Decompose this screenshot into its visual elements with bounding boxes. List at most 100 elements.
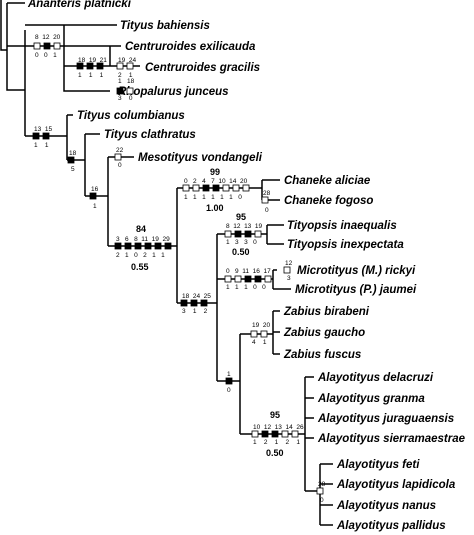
- posterior-value: 1.00: [206, 203, 224, 213]
- synapomorphy-marker: [154, 242, 162, 250]
- posterior-value: 0.50: [232, 247, 250, 257]
- synapomorphy-marker: [116, 87, 124, 95]
- homoplasy-marker: [291, 430, 299, 438]
- homoplasy-marker: [316, 487, 324, 495]
- homoplasy-marker: [250, 330, 258, 338]
- char-numbers: 8 12 13 19: [226, 223, 263, 230]
- synapomorphy-marker: [76, 62, 84, 70]
- char-states: 1 1: [34, 142, 49, 149]
- synapomorphy-marker: [43, 42, 51, 50]
- synapomorphy-marker: [212, 184, 220, 192]
- char-states: 0: [118, 162, 122, 169]
- homoplasy-marker: [224, 275, 232, 283]
- bootstrap-value: 84: [136, 224, 146, 234]
- taxon-microtityus-jaumei: Microtityus (P.) jaumei: [295, 284, 417, 296]
- synapomorphy-marker: [200, 299, 208, 307]
- taxon-labels: Ananteris platnicki Tityus bahiensis Cen…: [27, 0, 466, 532]
- char-numbers: 19 20: [252, 322, 270, 329]
- synapomorphy-marker: [234, 230, 242, 238]
- char-states: 1 1 1 0 0: [226, 284, 266, 291]
- char-numbers: 8 12 20: [35, 34, 61, 41]
- posterior-value: 0.50: [266, 448, 284, 458]
- bootstrap-value: 95: [236, 212, 246, 222]
- synapomorphy-marker: [86, 62, 94, 70]
- char-numbers: 1 18: [118, 78, 135, 85]
- synapomorphy-marker: [134, 242, 142, 250]
- char-states: 2 1 0 2 1 1: [116, 252, 165, 259]
- char-states: 1 3 3 0: [226, 239, 257, 246]
- char-states: 0: [320, 497, 324, 504]
- taxon-zabius-birabeni: Zabius birabeni: [283, 306, 370, 318]
- char-numbers: 19 24: [118, 57, 136, 64]
- homoplasy-marker: [126, 87, 134, 95]
- bootstrap-value: 95: [270, 410, 280, 420]
- char-numbers: 22: [116, 147, 124, 154]
- homoplasy-marker: [126, 62, 134, 70]
- char-states: 2 1: [118, 72, 133, 79]
- taxon-zabius-fuscus: Zabius fuscus: [283, 349, 361, 361]
- synapomorphy-marker: [261, 430, 269, 438]
- homoplasy-marker: [53, 42, 61, 50]
- char-states: 5: [71, 166, 75, 173]
- char-numbers: 0 9 11 16 17: [226, 268, 271, 275]
- homoplasy-marker: [251, 430, 259, 438]
- taxon-zabius-gaucho: Zabius gaucho: [283, 327, 365, 339]
- homoplasy-marker: [114, 153, 122, 161]
- posterior-value: 0.55: [131, 262, 149, 272]
- taxon-alayotityus-feti: Alayotityus feti: [336, 459, 420, 471]
- synapomorphy-marker: [180, 299, 188, 307]
- homoplasy-marker: [283, 266, 291, 274]
- char-states: 4 1: [252, 339, 267, 346]
- taxon-ananteris-platnicki: Ananteris platnicki: [27, 0, 132, 10]
- taxon-centruroides-exilicauda: Centruroides exilicauda: [125, 41, 256, 53]
- char-states: 0: [265, 207, 269, 214]
- synapomorphy-marker: [144, 242, 152, 250]
- taxon-chaneke-fogoso: Chaneke fogoso: [284, 195, 373, 207]
- taxon-alayotityus-nanus: Alayotityus nanus: [336, 500, 436, 512]
- char-numbers: 18: [69, 150, 77, 157]
- homoplasy-marker: [242, 184, 250, 192]
- bootstrap-value: 99: [210, 167, 220, 177]
- taxon-alayotityus-sierramaestrae: Alayotityus sierramaestrae: [317, 433, 466, 445]
- synapomorphy-marker: [190, 299, 198, 307]
- char-numbers: 28: [318, 481, 326, 488]
- char-states: 1: [93, 203, 97, 210]
- homoplasy-marker: [261, 196, 269, 204]
- homoplasy-marker: [254, 230, 262, 238]
- taxon-tityopsis-inaequalis: Tityopsis inaequalis: [287, 220, 397, 232]
- support-values: 99 1.00 84 0.55 95 0.50 95 0.50: [131, 167, 284, 458]
- taxon-tityus-columbianus: Tityus columbianus: [77, 110, 185, 122]
- char-numbers: 0 2 4 7 10 14 20: [184, 178, 248, 185]
- char-states: 1 1 1 1 1 1 0: [184, 194, 242, 201]
- synapomorphy-marker: [244, 230, 252, 238]
- char-states: 3 1 2: [182, 308, 208, 315]
- taxon-tityopsis-inexpectata: Tityopsis inexpectata: [287, 239, 404, 251]
- char-numbers: 3 6 8 11 19 29: [116, 236, 170, 243]
- synapomorphy-marker: [67, 156, 75, 164]
- char-states: 3 0: [118, 95, 133, 102]
- char-numbers: 18 24 25: [182, 293, 211, 300]
- taxon-tityus-bahiensis: Tityus bahiensis: [120, 20, 210, 32]
- taxon-mesotityus-vondangeli: Mesotityus vondangeli: [138, 152, 263, 164]
- synapomorphy-marker: [164, 242, 172, 250]
- taxon-chaneke-aliciae: Chaneke aliciae: [284, 175, 371, 187]
- char-states: 1 2 1 2 1: [253, 439, 300, 446]
- synapomorphy-marker: [89, 192, 97, 200]
- homoplasy-marker: [182, 184, 190, 192]
- homoplasy-marker: [192, 184, 200, 192]
- char-numbers: 1: [227, 371, 231, 378]
- char-numbers: 18 19 21: [78, 57, 107, 64]
- synapomorphy-marker: [271, 430, 279, 438]
- homoplasy-marker: [234, 275, 242, 283]
- homoplasy-marker: [33, 42, 41, 50]
- homoplasy-marker: [224, 230, 232, 238]
- homoplasy-marker: [232, 184, 240, 192]
- synapomorphy-marker: [114, 242, 122, 250]
- taxon-centruroides-gracilis: Centruroides gracilis: [145, 62, 260, 74]
- synapomorphy-marker: [32, 132, 40, 140]
- char-states: 0 0 1: [35, 52, 57, 59]
- char-numbers: 12: [285, 260, 293, 267]
- taxon-alayotityus-granma: Alayotityus granma: [317, 393, 425, 405]
- synapomorphy-marker: [42, 132, 50, 140]
